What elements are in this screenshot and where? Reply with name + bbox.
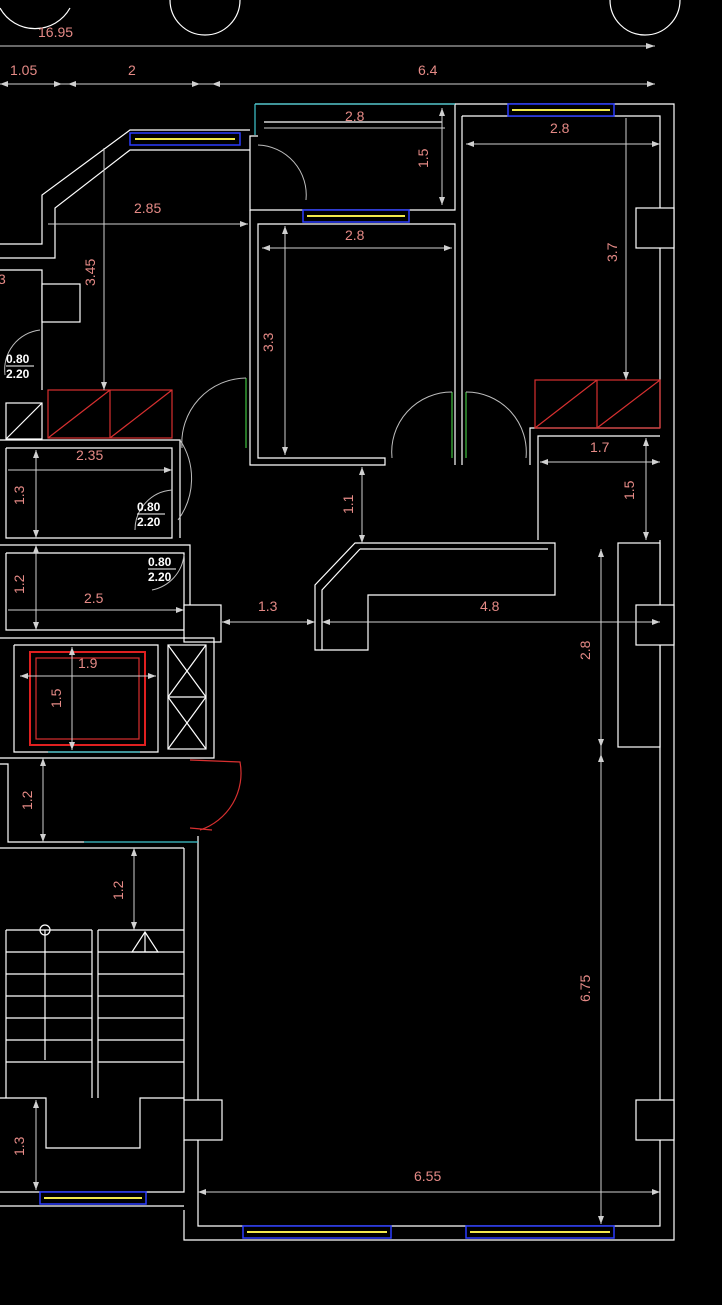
top-arcs [0, 0, 681, 36]
dimension-labels: 16.95 1.05 2 6.4 2.8 2.8 1.5 2.85 2.8 3.… [0, 24, 637, 1184]
dim-16-95: 16.95 [38, 24, 73, 40]
dim-1-1: 1.1 [340, 494, 356, 514]
door-a-width: 0.80 [6, 352, 30, 366]
dim-6-4: 6.4 [418, 62, 438, 78]
closets [47, 379, 661, 439]
door-c-height: 2.20 [148, 570, 172, 584]
door-size-labels: 0.80 2.20 0.80 2.20 0.80 2.20 [6, 352, 176, 584]
dim-3-partial: 3 [0, 271, 6, 287]
dim-2-top: 2 [128, 62, 136, 78]
dim-6-55: 6.55 [414, 1168, 441, 1184]
elevator [29, 651, 146, 753]
dim-2-8-hall: 2.8 [577, 640, 593, 660]
dim-1-5-right: 1.5 [621, 480, 637, 500]
dim-1-3-c: 1.3 [11, 1136, 27, 1156]
dim-1-9: 1.9 [78, 655, 98, 671]
dim-1-7: 1.7 [590, 439, 610, 455]
dim-1-5-balcony: 1.5 [415, 148, 431, 168]
exterior-walls [0, 103, 675, 1241]
overall-dimension-lines [0, 43, 655, 87]
door-b-width: 0.80 [137, 500, 161, 514]
windows [39, 103, 615, 1239]
dim-2-8-top-right: 2.8 [550, 120, 570, 136]
inner-dimension-lines [8, 108, 660, 1224]
dim-1-2-a: 1.2 [11, 574, 27, 594]
dim-2-5: 2.5 [84, 590, 104, 606]
dim-1-2-b: 1.2 [19, 790, 35, 810]
dim-1-3-b: 1.3 [258, 598, 278, 614]
door-c-width: 0.80 [148, 555, 172, 569]
door-b-height: 2.20 [137, 515, 161, 529]
dim-1-05: 1.05 [10, 62, 37, 78]
dim-3-45: 3.45 [82, 259, 98, 286]
dim-1-2-c: 1.2 [110, 880, 126, 900]
staircase [5, 924, 184, 1098]
dim-2-8-balcony: 2.8 [345, 108, 365, 124]
dim-3-7: 3.7 [604, 242, 620, 262]
dim-2-35: 2.35 [76, 447, 103, 463]
doors [4, 144, 527, 831]
dim-2-85: 2.85 [134, 200, 161, 216]
dim-3-3: 3.3 [260, 332, 276, 352]
dim-1-5-elevator: 1.5 [48, 688, 64, 708]
dim-2-8-bedroom: 2.8 [345, 227, 365, 243]
dim-6-75: 6.75 [577, 975, 593, 1002]
left-rooms [0, 269, 223, 1207]
dim-1-3-a: 1.3 [11, 485, 27, 505]
dim-4-8: 4.8 [480, 598, 500, 614]
door-a-height: 2.20 [6, 367, 30, 381]
